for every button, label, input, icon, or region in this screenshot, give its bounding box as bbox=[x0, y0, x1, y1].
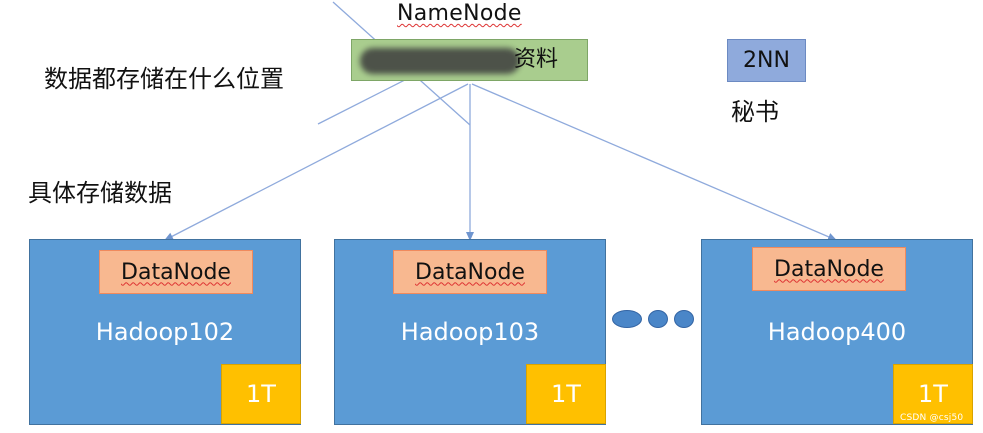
ellipsis-dot bbox=[648, 310, 668, 328]
host-name: Hadoop103 bbox=[400, 318, 540, 346]
watermark: CSDN @csj50 bbox=[900, 413, 964, 423]
namenode-box-text: 资料 bbox=[514, 47, 559, 72]
datanode-label: DataNode bbox=[393, 250, 547, 294]
storage-label: 具体存储数据 bbox=[28, 179, 172, 207]
datanode-label: DataNode bbox=[752, 247, 906, 291]
namenode-title: NameNode bbox=[397, 1, 522, 26]
question-text: 数据都存储在什么位置 bbox=[44, 65, 284, 93]
secondary-namenode-box: 2NN bbox=[727, 39, 806, 82]
secretary-caption: 秘书 bbox=[731, 98, 779, 126]
secondary-namenode-label: 2NN bbox=[743, 48, 790, 73]
ellipsis-dot bbox=[612, 310, 642, 328]
host-name: Hadoop400 bbox=[767, 318, 907, 346]
capacity-badge: 1T bbox=[221, 364, 301, 424]
redacted-blur bbox=[360, 48, 520, 74]
capacity-badge: 1T bbox=[526, 364, 606, 424]
arrow-to-hadoop400 bbox=[471, 83, 837, 241]
capacity-badge: 1T bbox=[893, 364, 973, 424]
datanode-label: DataNode bbox=[99, 250, 253, 294]
host-name: Hadoop102 bbox=[95, 318, 235, 346]
ellipsis-dot bbox=[674, 310, 694, 328]
arrow-to-hadoop102 bbox=[164, 83, 469, 241]
